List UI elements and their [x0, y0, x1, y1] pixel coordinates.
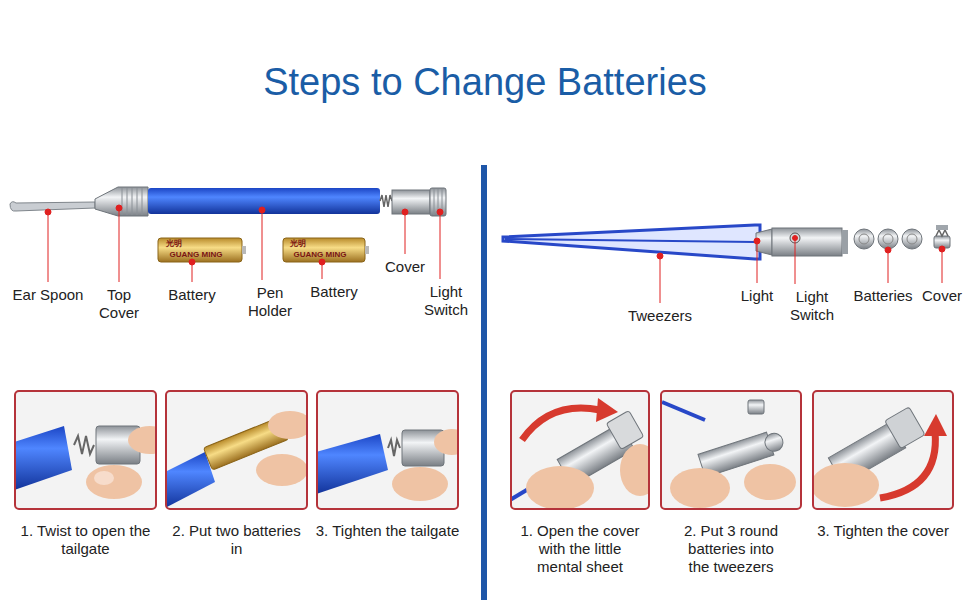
step-photo [317, 391, 458, 509]
step-frame: 2. Put 3 round batteries into the tweeze… [660, 390, 802, 510]
step-photo [511, 391, 649, 509]
step-photo [813, 391, 953, 509]
step-photo [166, 391, 307, 509]
battery-print: GUANG MING [164, 250, 228, 260]
step-frame: 3. Tighten the tailgate [316, 390, 459, 510]
part-label: Cover [377, 258, 433, 276]
part-label: Top Cover [93, 286, 145, 322]
title: Steps to Change Batteries [0, 60, 970, 104]
part-label: Cover [919, 287, 965, 305]
step-caption: 1. Open the cover with the little mental… [515, 522, 645, 576]
step-frame: 1. Open the cover with the little mental… [510, 390, 650, 510]
part-label: Light [732, 287, 782, 305]
part-label: Batteries [845, 287, 921, 305]
step-caption: 2. Put 3 round batteries into the tweeze… [676, 522, 786, 576]
step-caption: 3. Tighten the cover [808, 522, 958, 540]
step-caption: 1. Twist to open the tailgate [21, 522, 151, 558]
part-label: Pen Holder [244, 284, 296, 320]
tweezers-illustration [503, 225, 950, 259]
pen-illustration [10, 187, 446, 262]
battery-print: 光明 [286, 239, 310, 249]
part-label: Light Switch [785, 288, 839, 324]
part-label: Ear Spoon [3, 286, 93, 304]
part-label: Tweezers [615, 307, 705, 325]
part-label: Light Switch [419, 283, 473, 319]
part-label: Battery [157, 286, 227, 304]
battery-print: GUANG MING [288, 250, 352, 260]
step-caption: 2. Put two batteries in [172, 522, 302, 558]
battery-print: 光明 [162, 239, 186, 249]
step-caption: 3. Tighten the tailgate [305, 522, 470, 540]
step-frame: 1. Twist to open the tailgate [14, 390, 157, 510]
part-label: Battery [299, 283, 369, 301]
step-photo [15, 391, 156, 509]
step-photo [661, 391, 801, 509]
leader-lines [45, 205, 443, 282]
step-frame: 3. Tighten the cover [812, 390, 954, 510]
step-frame: 2. Put two batteries in [165, 390, 308, 510]
